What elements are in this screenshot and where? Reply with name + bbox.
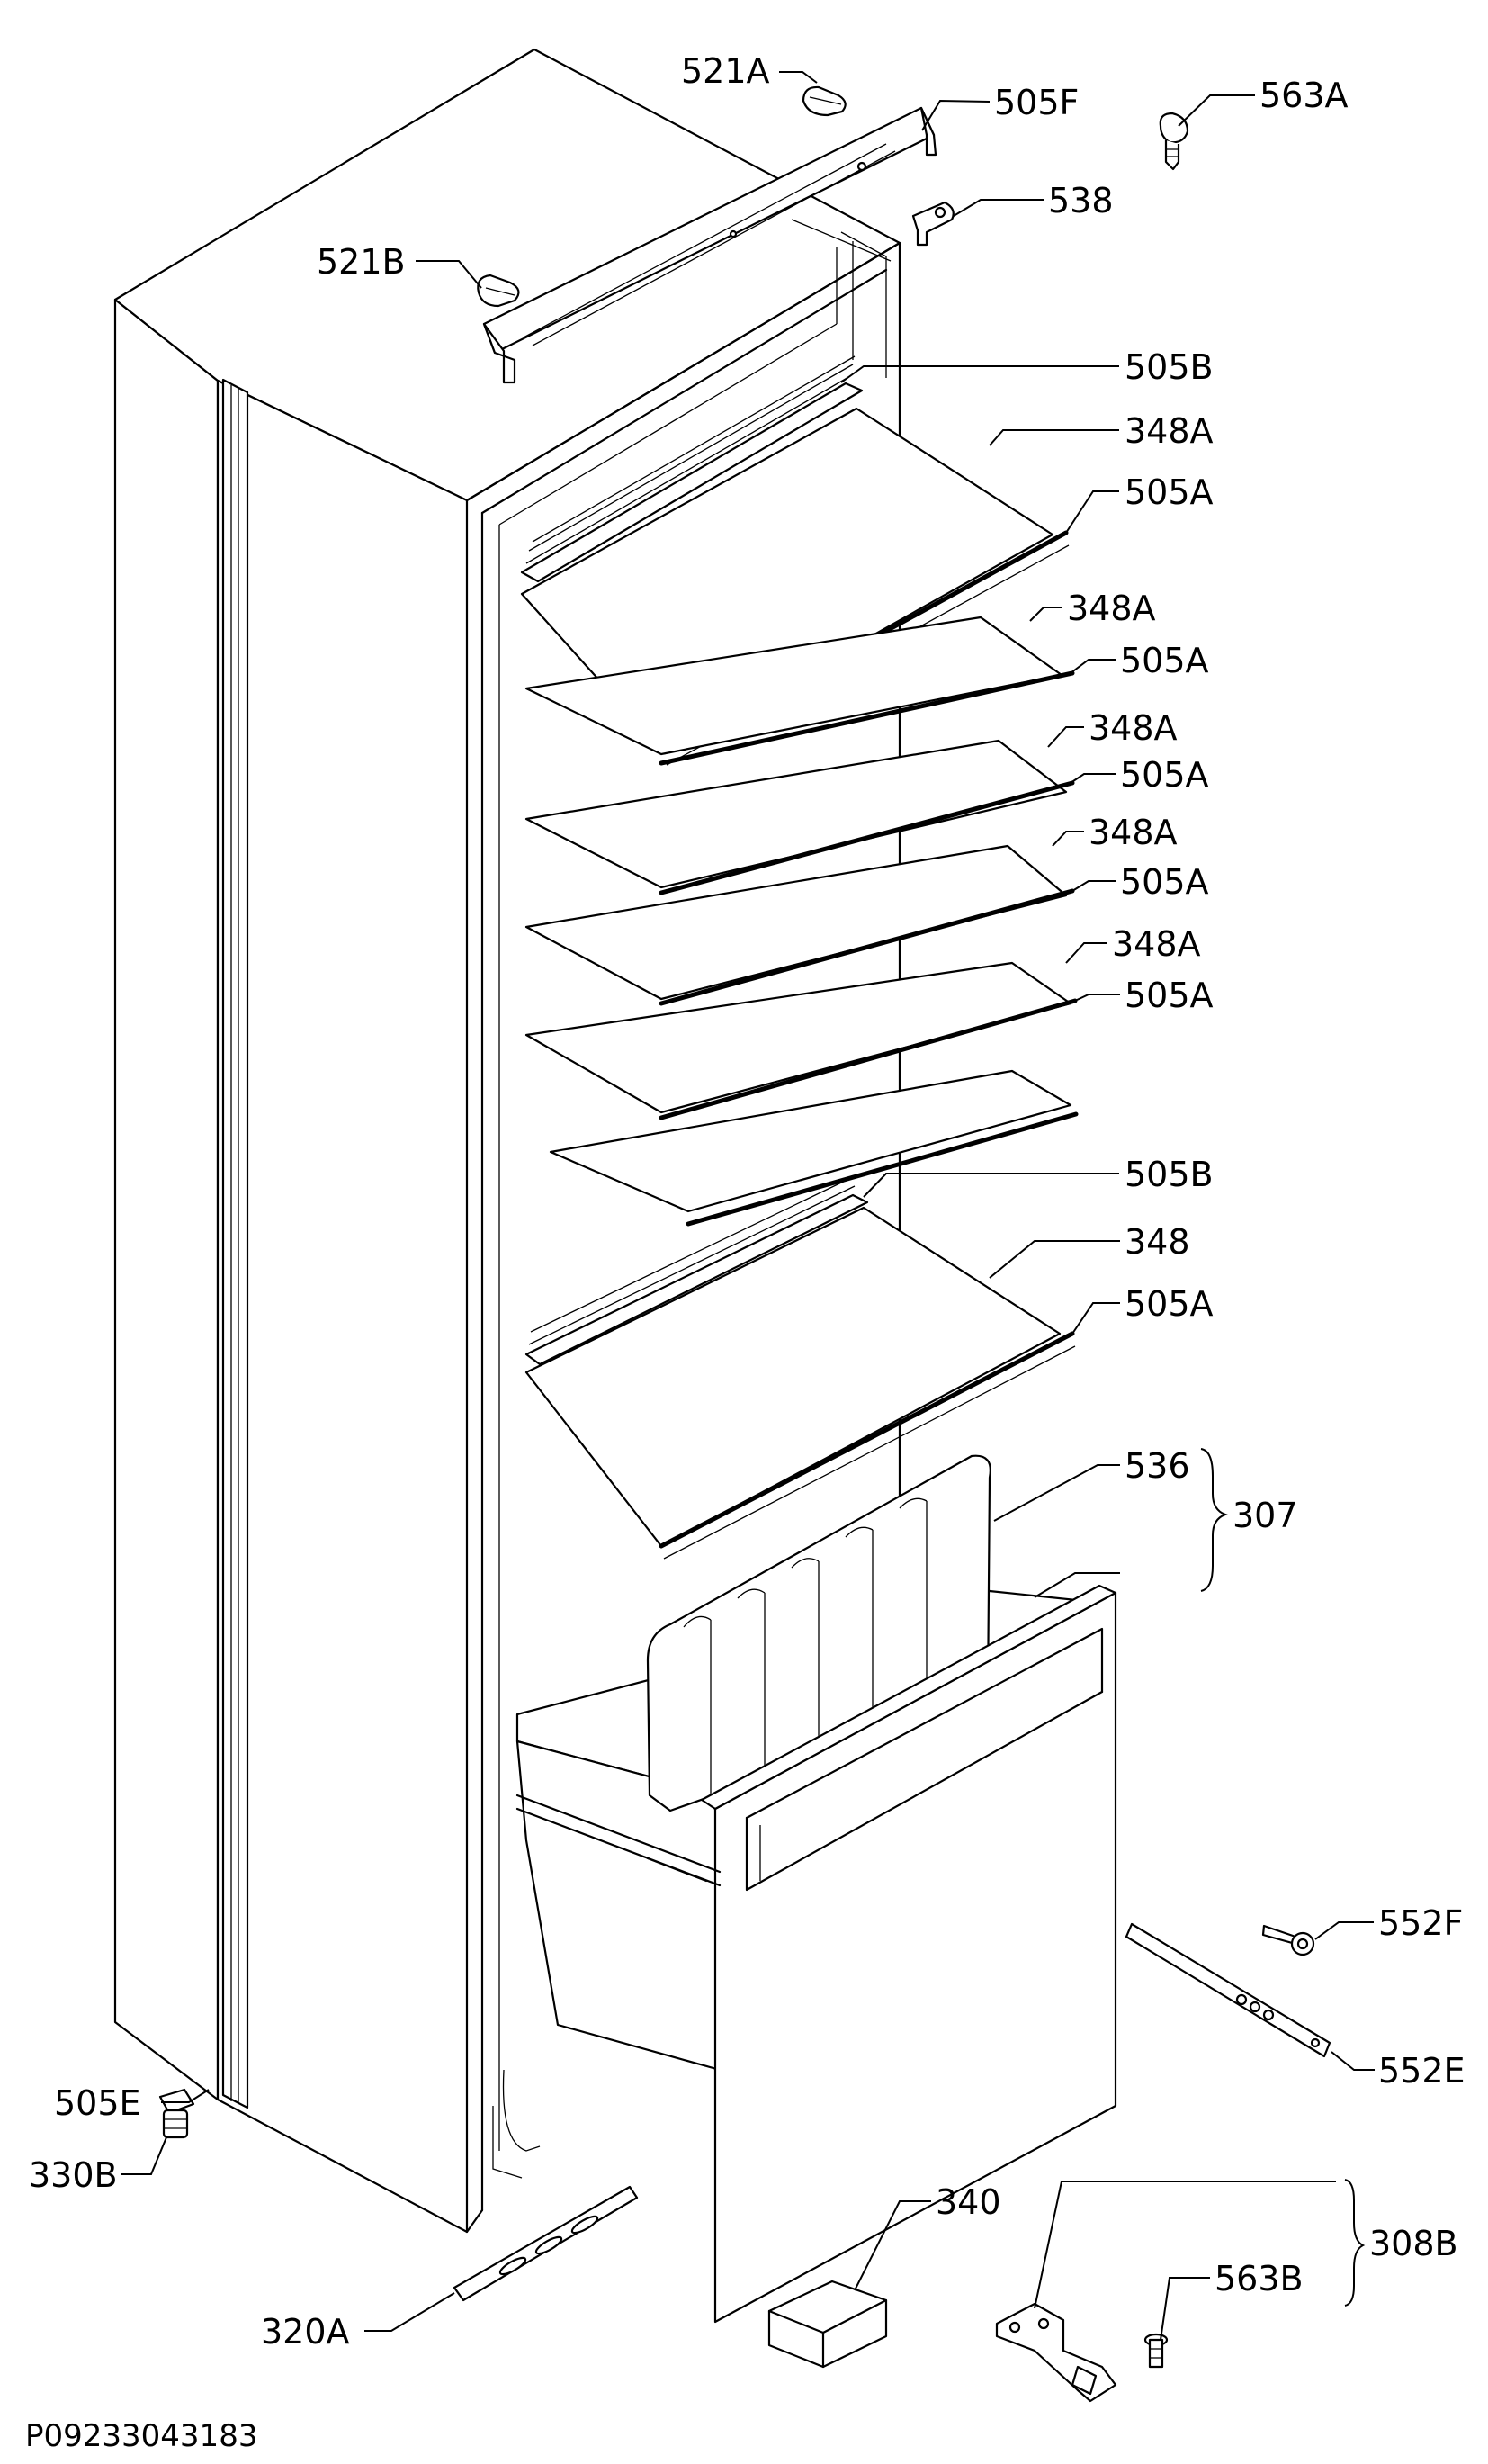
hinge-pin-screw-icon	[1159, 112, 1189, 171]
callout-340: 340	[936, 2182, 1001, 2222]
callout-labels: 521A 505F 563A 538 521B 505B 348A 505A 3…	[29, 51, 1466, 2352]
callout-348: 348	[1125, 1222, 1190, 1262]
callout-552E: 552E	[1378, 2051, 1466, 2091]
callout-521B: 521B	[317, 242, 406, 282]
callout-563A: 563A	[1259, 76, 1349, 115]
bottom-hinge-icon	[995, 2302, 1117, 2403]
door-gasket-strip	[221, 378, 249, 2109]
foam-block-icon	[767, 2280, 888, 2369]
callout-307: 307	[1233, 1496, 1298, 1535]
shelf-rail-rear-top	[520, 355, 864, 583]
door-stop-bracket-icon	[911, 201, 955, 247]
leader-lines	[121, 71, 1375, 2341]
callout-505A-4: 505A	[1120, 862, 1209, 902]
callout-552F: 552F	[1378, 1903, 1463, 1943]
hinge-cap-top-icon	[802, 85, 847, 117]
callout-320A: 320A	[261, 2312, 350, 2352]
callout-505A-2: 505A	[1120, 641, 1209, 680]
top-mounting-rail	[482, 106, 937, 384]
callout-505F: 505F	[994, 83, 1079, 122]
callout-505A-1: 505A	[1125, 472, 1214, 512]
callout-348A-5: 348A	[1112, 924, 1201, 964]
callout-505A-3: 505A	[1120, 755, 1209, 795]
callout-505A-6: 505A	[1125, 1284, 1214, 1324]
drawer-slide-rail-icon	[1125, 1922, 1331, 2058]
glass-shelf-5	[524, 961, 1078, 1120]
crisper-drawer	[515, 1454, 1117, 2324]
callout-563B: 563B	[1215, 2259, 1304, 2298]
callout-505B-top: 505B	[1125, 347, 1214, 387]
glass-shelf-bottom	[524, 1206, 1076, 1560]
callout-330B: 330B	[29, 2155, 118, 2195]
document-code: P09233043183	[25, 2418, 257, 2454]
callout-538: 538	[1048, 181, 1114, 220]
glass-shelf-4	[524, 844, 1075, 1006]
callout-308B: 308B	[1369, 2224, 1458, 2263]
callout-348A-3: 348A	[1089, 708, 1178, 748]
glass-shelf-2	[524, 616, 1075, 766]
foot-screw-icon	[158, 2088, 195, 2139]
callout-348A-2: 348A	[1067, 589, 1156, 628]
callout-521A: 521A	[681, 51, 770, 91]
hinge-cap-left-icon	[477, 274, 520, 308]
hinge-plate-bottom-left-icon	[453, 2185, 639, 2302]
callout-505A-5: 505A	[1125, 976, 1214, 1015]
callout-348A-1: 348A	[1125, 411, 1214, 451]
callout-505E: 505E	[54, 2083, 141, 2123]
hinge-pin-icon	[1261, 1924, 1315, 1956]
callout-505B-mid: 505B	[1125, 1155, 1214, 1194]
hinge-screw-icon	[1143, 2333, 1169, 2369]
callout-348A-4: 348A	[1089, 813, 1178, 852]
cabinet-body	[113, 48, 901, 2234]
glass-shelf-3	[524, 739, 1075, 895]
glass-shelf-6	[549, 1069, 1079, 1227]
shelf-rail-rear-middle	[524, 1174, 869, 1366]
callout-536: 536	[1125, 1446, 1190, 1486]
